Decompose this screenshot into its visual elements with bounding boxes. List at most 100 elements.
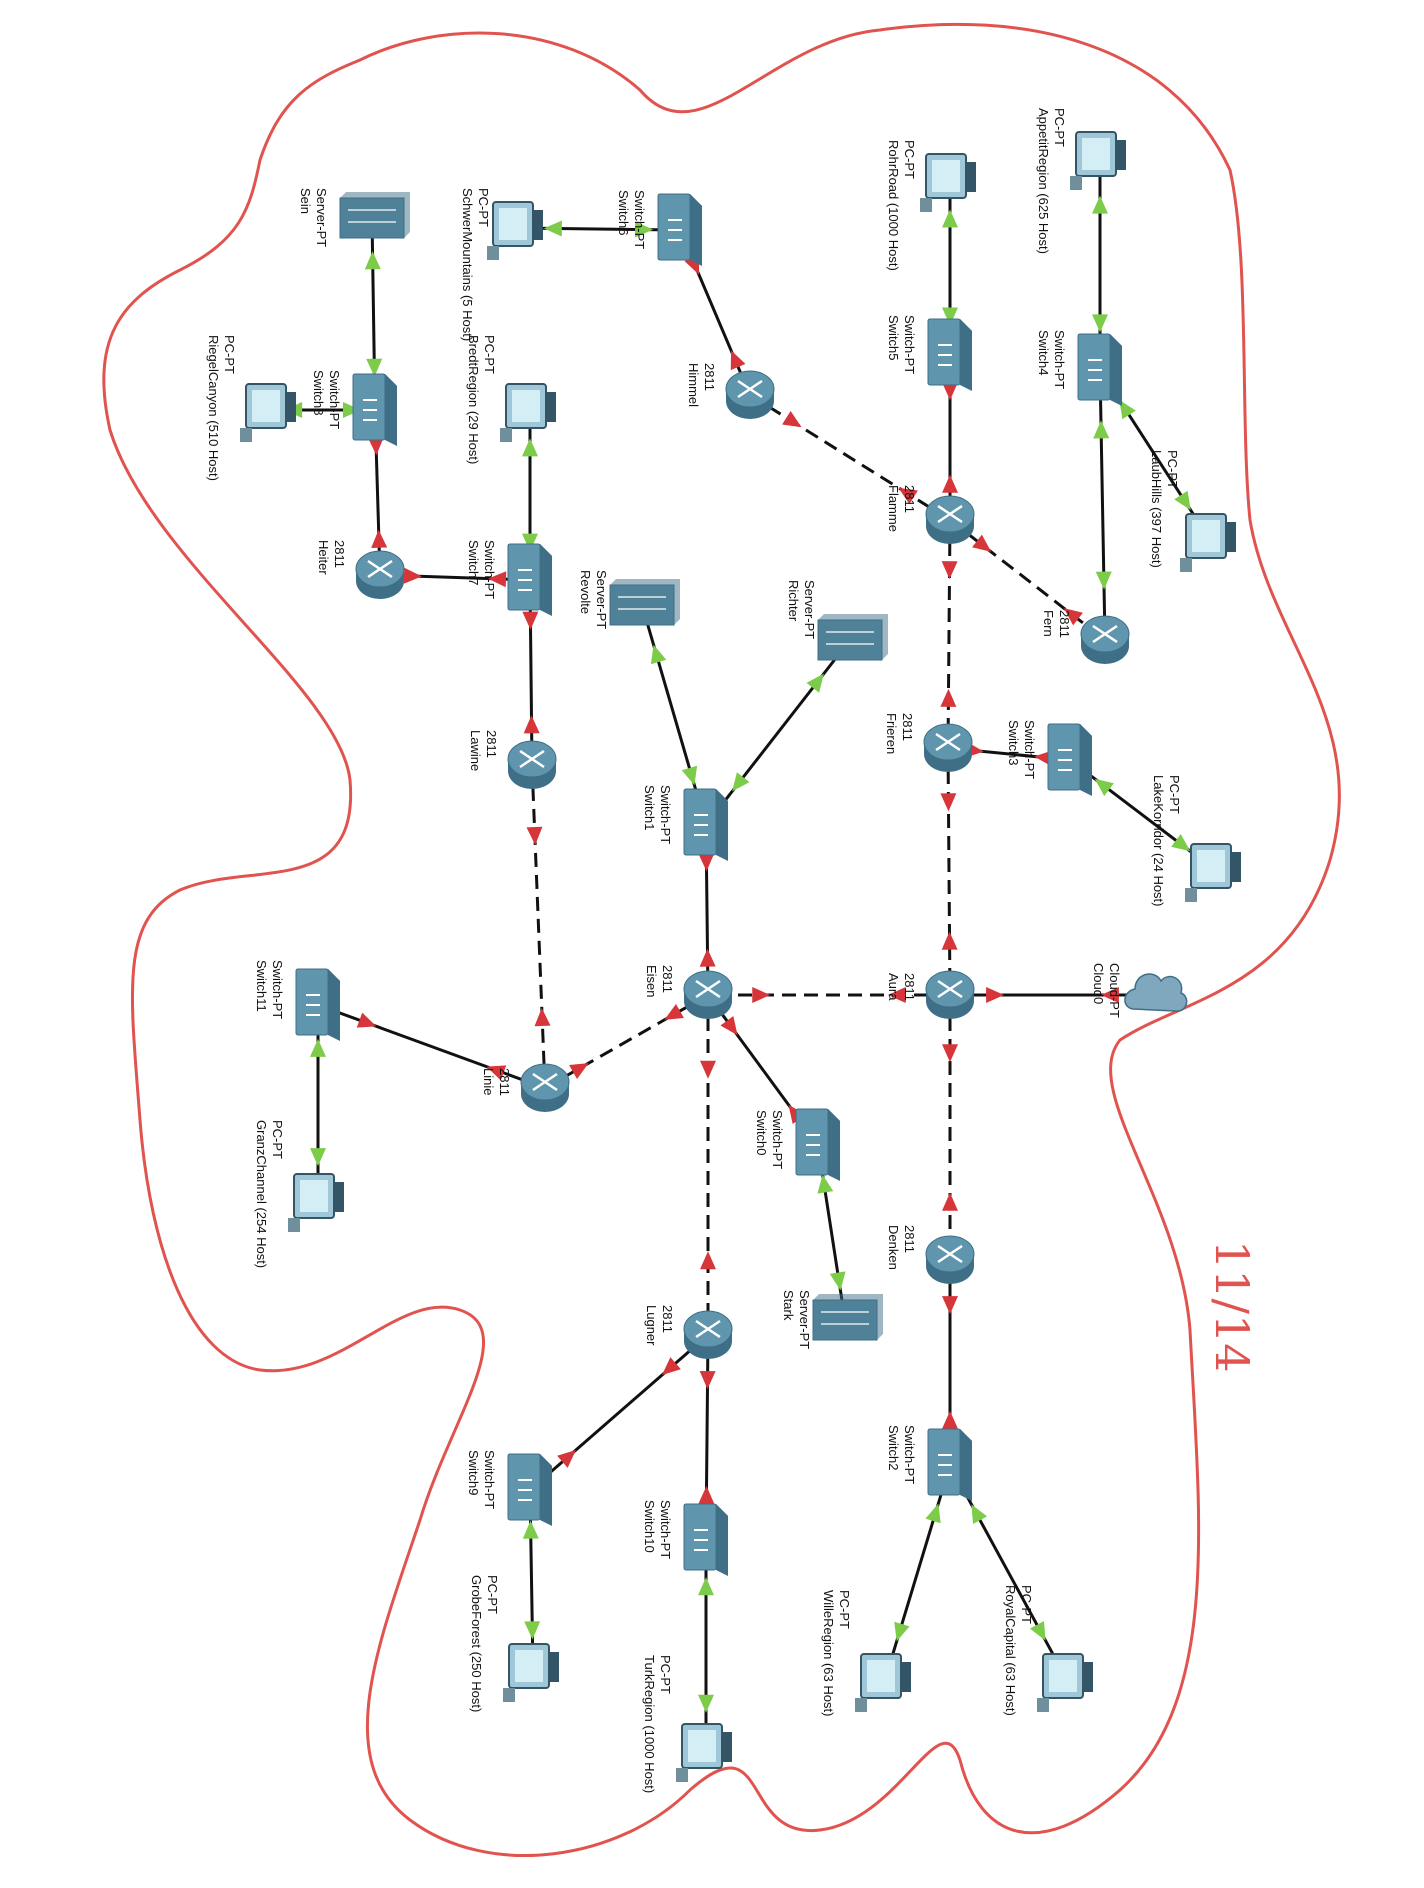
pc-icon [1070, 131, 1126, 190]
device-model-label: PC-PT [270, 1120, 285, 1159]
device-name-label: RohrRoad (1000 Host) [886, 140, 901, 271]
link-eisen-linie [544, 993, 709, 1090]
device-model-label: 2811 [660, 965, 675, 993]
link-up-marker [1029, 1620, 1046, 1641]
link-down-marker [942, 382, 958, 401]
device-name-label: Aura [886, 973, 901, 1001]
link-up-marker [925, 1503, 941, 1524]
link-up-marker [635, 221, 654, 238]
link-up-marker [522, 438, 538, 457]
pc-icon [676, 1723, 732, 1782]
device-model-label: Server-PT [797, 1290, 812, 1349]
device-name-label: Revolte [578, 570, 593, 614]
link-up-marker [1094, 778, 1114, 797]
device-name-label: Lawine [468, 730, 483, 771]
link-switch2-royal_pc [948, 1464, 1069, 1681]
link-down-marker [1100, 987, 1119, 1003]
link-down-marker [403, 567, 422, 584]
link-lugner-switch9 [529, 1333, 709, 1492]
device-model-label: 2811 [900, 713, 915, 741]
router-icon [683, 1310, 733, 1359]
device-model-label: Server-PT [802, 580, 817, 639]
link-up-marker [942, 307, 958, 326]
device-model-label: PC-PT [222, 335, 237, 374]
pc-icon [288, 1173, 344, 1232]
device-name-label: Switch11 [254, 960, 269, 1012]
link-down-marker [986, 987, 1005, 1003]
router-icon [520, 1063, 570, 1112]
device-model-label: PC-PT [1167, 775, 1182, 814]
device-name-label: Switch4 [1036, 330, 1051, 376]
device-name-label: SchwerMountains (5 Host) [460, 188, 475, 341]
router-icon [1080, 615, 1130, 664]
link-up-marker [366, 358, 383, 377]
device-model-label: Switch-PT [1022, 720, 1037, 779]
device-name-label: TurkRegion (1000 Host) [642, 1655, 657, 1793]
link-up-marker [364, 251, 381, 270]
link-flamme-fern [949, 518, 1106, 642]
device-name-label: Lugner [644, 1305, 659, 1346]
link-down-marker [942, 1192, 958, 1211]
switch-icon [683, 1503, 728, 1576]
link-up-marker [829, 1271, 846, 1291]
link-flamme-frieren [946, 519, 952, 749]
server-icon [339, 192, 410, 239]
link-revolte-switch1 [640, 604, 708, 826]
link-down-marker [488, 571, 507, 588]
link-up-marker [1092, 314, 1108, 333]
device-model-label: 2811 [902, 973, 917, 1001]
device-name-label: Switch10 [642, 1500, 657, 1553]
link-down-marker [486, 1065, 507, 1081]
pc-icon [1037, 1653, 1093, 1712]
device-model-label: 2811 [332, 540, 347, 568]
link-switch7-lawine [528, 579, 534, 766]
device-model-label: 2811 [902, 1225, 917, 1253]
switch-icon [927, 1428, 972, 1501]
pc-icon [1180, 513, 1236, 572]
link-down-marker [1063, 608, 1083, 626]
switch-icon [507, 1453, 552, 1526]
device-model-label: Server-PT [594, 570, 609, 629]
link-down-marker [356, 1012, 377, 1028]
